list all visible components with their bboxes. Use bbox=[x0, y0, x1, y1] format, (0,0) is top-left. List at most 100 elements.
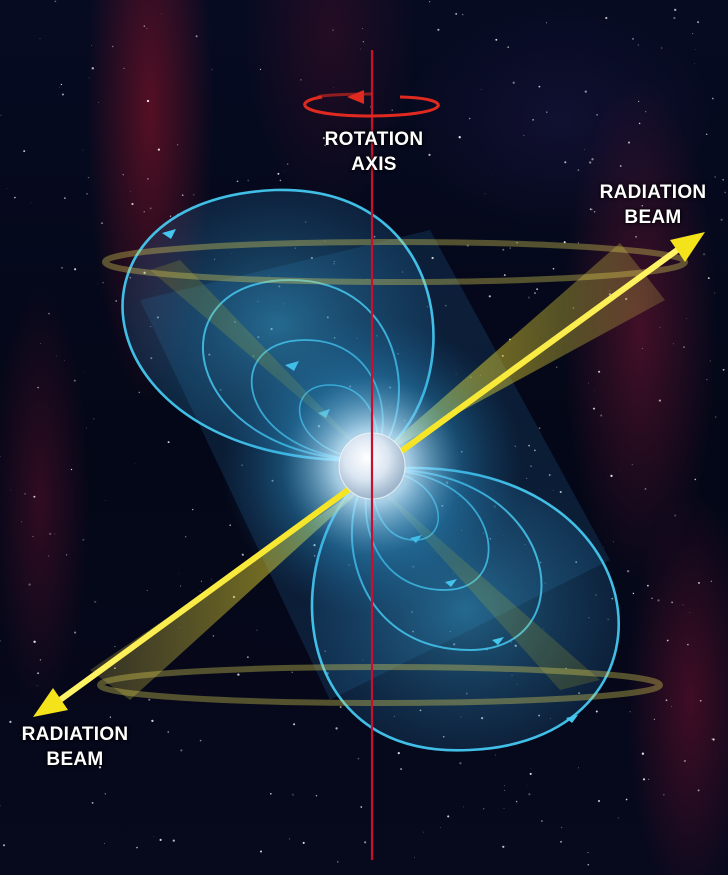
star-dot bbox=[631, 464, 633, 466]
star-dot bbox=[645, 488, 647, 490]
star-dot bbox=[589, 208, 592, 211]
star-dot bbox=[512, 81, 515, 84]
star-dot bbox=[653, 718, 656, 720]
star-dot bbox=[176, 144, 179, 146]
star-dot bbox=[687, 643, 689, 646]
star-dot bbox=[491, 175, 493, 177]
star-dot bbox=[538, 427, 541, 430]
star-dot bbox=[360, 48, 362, 50]
star-dot bbox=[484, 193, 486, 195]
star-dot bbox=[14, 196, 16, 199]
star-dot bbox=[620, 470, 621, 471]
star-dot bbox=[335, 727, 338, 730]
star-dot bbox=[605, 16, 608, 20]
star-dot bbox=[277, 172, 280, 175]
star-dot bbox=[560, 840, 562, 843]
star-dot bbox=[674, 8, 677, 12]
star-dot bbox=[502, 845, 505, 848]
star-dot bbox=[332, 29, 334, 31]
star-dot bbox=[195, 35, 198, 38]
star-dot bbox=[200, 580, 202, 582]
star-dot bbox=[153, 836, 155, 838]
star-dot bbox=[157, 148, 161, 151]
star-dot bbox=[644, 488, 646, 490]
star-dot bbox=[58, 736, 60, 738]
star-dot bbox=[564, 161, 567, 164]
star-dot bbox=[552, 490, 554, 491]
star-dot bbox=[56, 355, 58, 357]
star-dot bbox=[87, 176, 90, 179]
star-dot bbox=[488, 295, 491, 298]
star-dot bbox=[534, 449, 536, 452]
star-dot bbox=[595, 710, 598, 713]
star-dot bbox=[283, 170, 285, 172]
star-dot bbox=[199, 590, 202, 593]
star-dot bbox=[83, 372, 85, 373]
star-dot bbox=[671, 601, 673, 604]
star-dot bbox=[651, 597, 653, 599]
star-dot bbox=[712, 738, 715, 741]
star-dot bbox=[9, 720, 12, 724]
star-dot bbox=[185, 536, 187, 538]
star-dot bbox=[91, 45, 92, 46]
star-dot bbox=[693, 63, 695, 64]
rotation-axis-label: ROTATION AXIS bbox=[313, 127, 435, 177]
star-dot bbox=[504, 789, 506, 791]
star-dot bbox=[593, 211, 596, 213]
star-dot bbox=[617, 817, 619, 819]
star-dot bbox=[724, 191, 727, 194]
star-dot bbox=[661, 47, 663, 49]
star-dot bbox=[102, 281, 104, 284]
star-dot bbox=[300, 79, 302, 81]
star-dot bbox=[480, 88, 482, 90]
star-dot bbox=[180, 585, 182, 587]
star-dot bbox=[24, 492, 26, 495]
star-dot bbox=[169, 215, 172, 217]
star-dot bbox=[247, 179, 250, 182]
star-dot bbox=[114, 646, 116, 648]
star-dot bbox=[302, 841, 305, 844]
star-dot bbox=[30, 202, 32, 204]
star-dot bbox=[97, 283, 98, 285]
star-dot bbox=[559, 490, 562, 494]
star-dot bbox=[538, 85, 541, 88]
star-dot bbox=[39, 38, 41, 40]
star-dot bbox=[61, 266, 63, 269]
star-dot bbox=[707, 277, 710, 279]
star-dot bbox=[591, 158, 594, 161]
star-dot bbox=[431, 256, 434, 260]
star-dot bbox=[98, 766, 102, 769]
radiation-beam-top-label-line-2: BEAM bbox=[624, 207, 682, 228]
star-dot bbox=[37, 672, 40, 675]
radiation-beam-bottom-label-line-2: BEAM bbox=[46, 749, 104, 770]
radiation-beam-bottom-label-line-1: RADIATION bbox=[21, 724, 129, 745]
star-dot bbox=[167, 441, 170, 444]
star-dot bbox=[88, 77, 90, 79]
star-dot bbox=[28, 583, 31, 586]
star-dot bbox=[577, 242, 580, 244]
rotation-arrow bbox=[303, 90, 440, 118]
star-dot bbox=[463, 806, 465, 808]
star-dot bbox=[146, 27, 148, 29]
star-dot bbox=[54, 0, 57, 3]
star-dot bbox=[466, 244, 469, 247]
beam-arrowhead-top bbox=[670, 232, 705, 262]
star-dot bbox=[536, 288, 539, 291]
star-dot bbox=[247, 656, 249, 658]
star-dot bbox=[638, 122, 641, 125]
star-dot bbox=[458, 136, 461, 139]
star-dot bbox=[359, 106, 361, 108]
star-dot bbox=[10, 489, 11, 491]
star-dot bbox=[619, 165, 622, 167]
star-dot bbox=[527, 296, 530, 299]
star-dot bbox=[666, 639, 669, 642]
star-dot bbox=[715, 416, 717, 418]
star-dot bbox=[105, 500, 106, 502]
star-dot bbox=[146, 589, 148, 592]
star-dot bbox=[178, 573, 180, 574]
star-dot bbox=[33, 640, 36, 643]
star-dot bbox=[659, 326, 661, 329]
star-dot bbox=[592, 407, 596, 410]
star-dot bbox=[181, 194, 184, 197]
